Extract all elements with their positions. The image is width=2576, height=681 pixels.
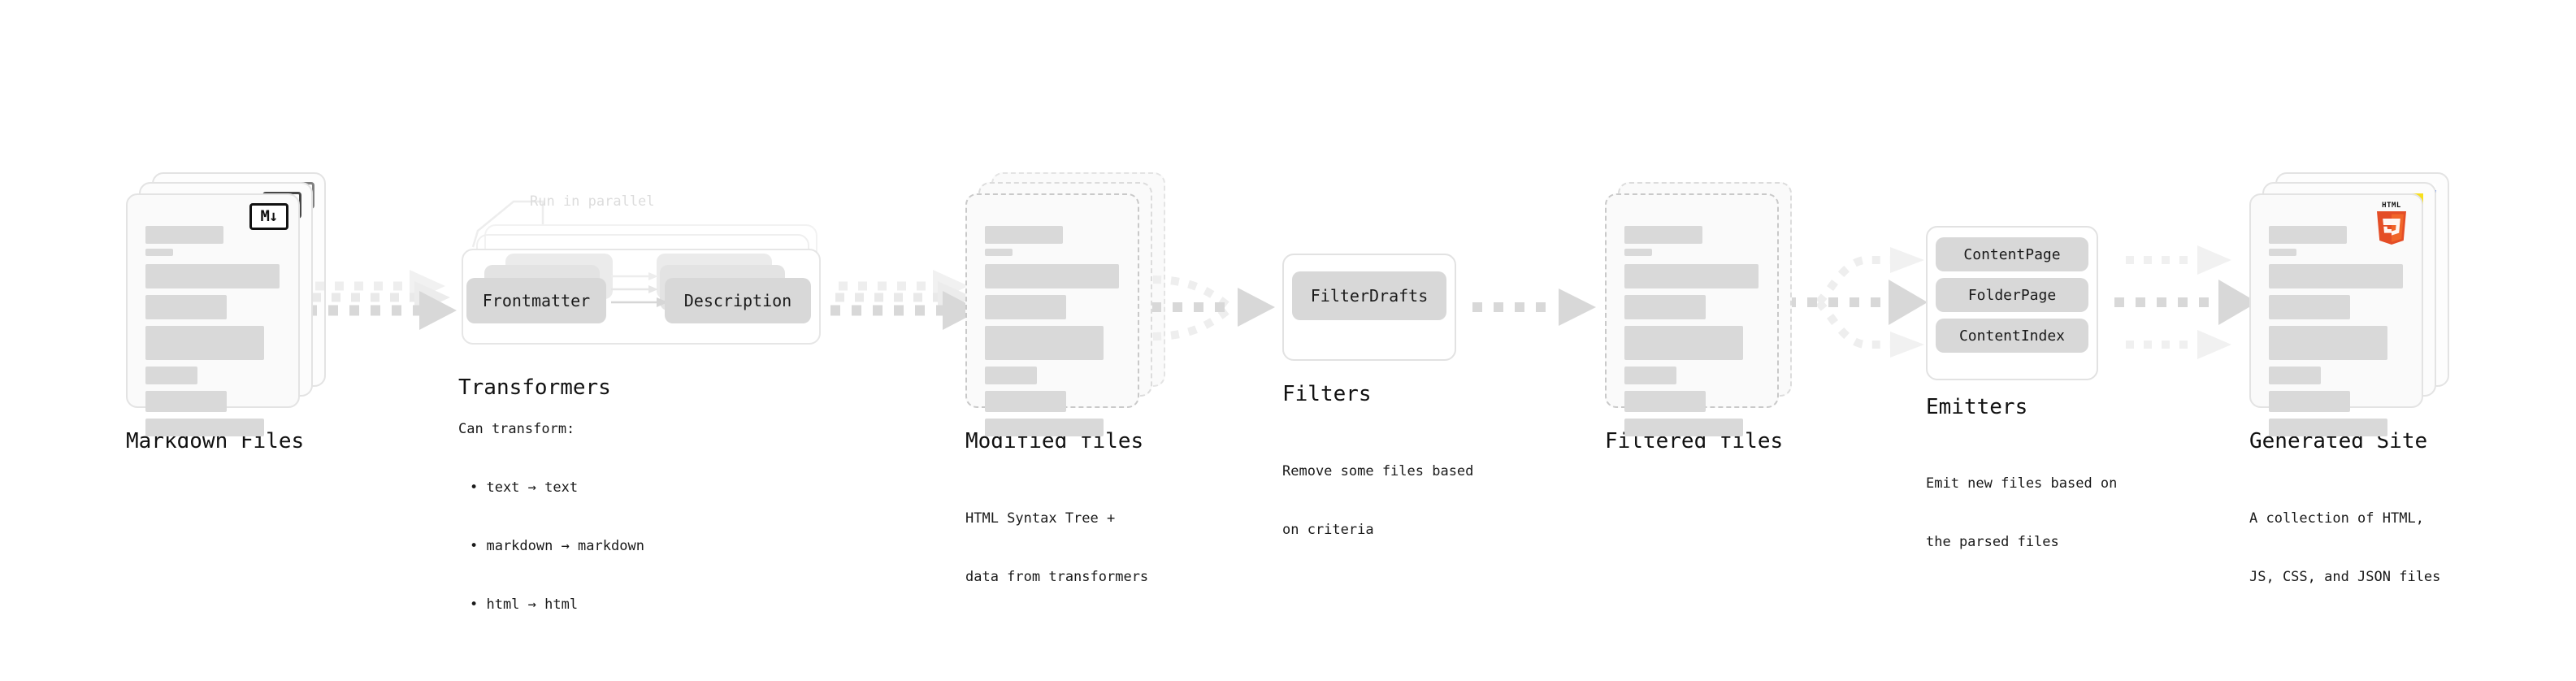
run-in-parallel-note: Run in parallel — [530, 193, 655, 210]
skeleton-bar — [985, 391, 1066, 412]
modified-files-card-stack — [965, 172, 1165, 437]
run-in-parallel-leader-line — [471, 200, 544, 248]
transformers-inner-arrows — [611, 272, 668, 307]
skeleton-bar — [1624, 226, 1702, 244]
modified-files-subtitle: HTML Syntax Tree + data from transformer… — [965, 470, 1148, 626]
generated-site-skeleton — [2269, 226, 2409, 436]
skeleton-bar — [985, 326, 1104, 360]
arrow-filtered-to-emitters-fanout — [1786, 247, 1928, 358]
html5-icon-shield — [2377, 211, 2406, 245]
skeleton-bar — [145, 326, 264, 360]
skeleton-bar — [2269, 264, 2403, 288]
generated-site-card-stack: CSS HTML — [2249, 172, 2449, 437]
filtered-files-card-stack — [1605, 182, 1792, 437]
skeleton-bar — [2269, 295, 2350, 319]
skeleton-bar — [2269, 391, 2350, 412]
transformer-pill-frontmatter[interactable]: Frontmatter — [466, 278, 606, 323]
skeleton-bar — [985, 264, 1119, 288]
emitter-pill-folderpage-label: FolderPage — [1967, 286, 2057, 304]
emitters-subtitle-line1: Emit new files based on — [1926, 475, 2118, 492]
generated-site-subtitle-line2: JS, CSS, and JSON files — [2249, 569, 2441, 585]
skeleton-bar — [1624, 391, 1706, 412]
modified-files-subtitle-line2: data from transformers — [965, 569, 1149, 585]
skeleton-bar — [985, 226, 1063, 244]
modified-files-subtitle-line1: HTML Syntax Tree + — [965, 510, 1116, 527]
transformers-caption-item: • text → text — [470, 479, 579, 496]
transformer-pill-frontmatter-label: Frontmatter — [482, 291, 591, 310]
emitters-title: Emitters — [1926, 395, 2028, 419]
modified-files-skeleton — [985, 226, 1125, 436]
transformers-caption-heading: Can transform: — [458, 421, 575, 437]
transformer-pill-description-label: Description — [683, 291, 792, 310]
transformers-title: Transformers — [458, 375, 611, 400]
filters-title: Filters — [1282, 382, 1372, 406]
markdown-files-skeleton — [145, 226, 285, 436]
filtered-files-skeleton — [1624, 226, 1764, 436]
arrow-modified-to-filters-merge — [1151, 275, 1275, 340]
emitter-pill-contentindex-label: ContentIndex — [1958, 327, 2066, 345]
emitter-pill-contentpage-label: ContentPage — [1963, 245, 2061, 263]
emitters-subtitle: Emit new files based on the parsed files — [1926, 435, 2117, 591]
skeleton-bar — [145, 249, 173, 256]
skeleton-bar — [2269, 249, 2296, 256]
skeleton-bar — [145, 295, 227, 319]
skeleton-bar — [1624, 295, 1706, 319]
transformers-caption-item: • markdown → markdown — [470, 538, 644, 554]
skeleton-bar — [145, 367, 197, 384]
html5-icon-label: HTML — [2382, 202, 2401, 210]
skeleton-bar — [145, 419, 264, 436]
arrow-transformers-to-modified — [830, 270, 980, 330]
transformers-caption-item: • html → html — [470, 596, 579, 613]
arrow-markdown-to-transformers — [307, 270, 457, 330]
skeleton-bar — [985, 249, 1013, 256]
skeleton-bar — [1624, 264, 1759, 288]
skeleton-bar — [145, 264, 280, 288]
generated-site-subtitle: A collection of HTML, JS, CSS, and JSON … — [2249, 470, 2440, 626]
arrow-filters-to-filtered — [1472, 288, 1596, 326]
skeleton-bar — [985, 367, 1037, 384]
emitters-subtitle-line2: the parsed files — [1926, 534, 2059, 550]
skeleton-bar — [1624, 326, 1743, 360]
modified-files-card[interactable] — [965, 193, 1139, 436]
skeleton-bar — [985, 295, 1066, 319]
transformers-caption-items: • text → text • markdown → markdown • ht… — [470, 439, 644, 653]
skeleton-bar — [1624, 249, 1652, 256]
emitter-pill-contentindex[interactable]: ContentIndex — [1936, 319, 2088, 353]
skeleton-bar — [2269, 226, 2347, 244]
filter-pill-filterdrafts[interactable]: FilterDrafts — [1292, 271, 1446, 320]
filtered-files-card[interactable] — [1605, 193, 1779, 436]
markdown-icon: M↓ — [249, 203, 288, 230]
emitter-pill-folderpage[interactable]: FolderPage — [1936, 278, 2088, 312]
emitter-pill-contentpage[interactable]: ContentPage — [1936, 237, 2088, 271]
skeleton-bar — [145, 391, 227, 412]
filters-subtitle: Remove some files based on criteria — [1282, 423, 1473, 579]
skeleton-bar — [985, 419, 1104, 436]
transformer-pill-description[interactable]: Description — [665, 278, 811, 323]
filter-pill-filterdrafts-label: FilterDrafts — [1310, 286, 1429, 306]
html5-icon: HTML — [2373, 202, 2410, 247]
generated-site-subtitle-line1: A collection of HTML, — [2249, 510, 2424, 527]
skeleton-bar — [2269, 367, 2321, 384]
markdown-files-card-stack: M↓ M↓ M↓ — [126, 172, 326, 437]
generated-site-card[interactable]: HTML — [2249, 193, 2423, 436]
skeleton-bar — [1624, 367, 1676, 384]
skeleton-bar — [1624, 419, 1743, 436]
filters-subtitle-line1: Remove some files based — [1282, 463, 1474, 479]
skeleton-bar — [2269, 326, 2387, 360]
filters-subtitle-line2: on criteria — [1282, 522, 1374, 538]
markdown-files-card[interactable]: M↓ — [126, 193, 300, 436]
arrow-emitters-to-site — [2114, 245, 2257, 359]
skeleton-bar — [2269, 419, 2387, 436]
skeleton-bar — [145, 226, 223, 244]
